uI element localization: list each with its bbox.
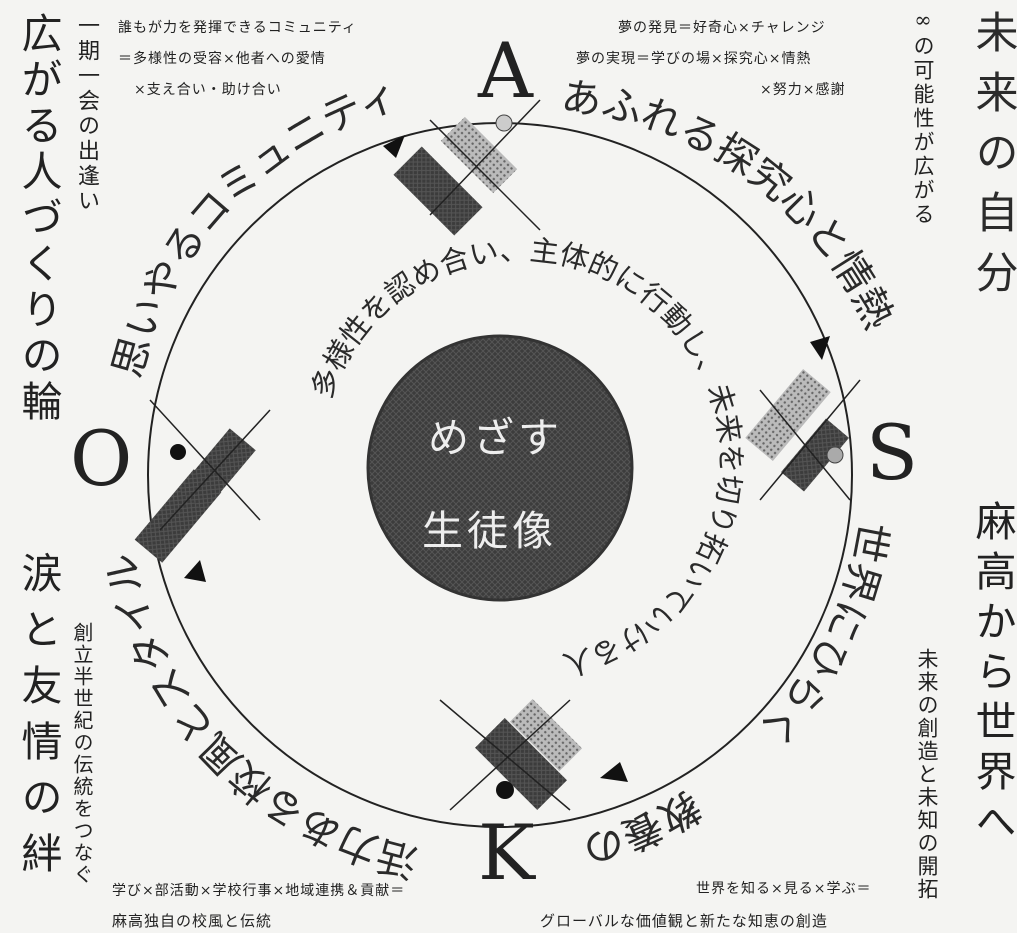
ring-text-s-k-path: 世界にひらく bbox=[748, 518, 896, 756]
right-bottom-vertical-subtitle: 未来の創造と未知の開拓 bbox=[915, 648, 939, 901]
note-top-right-line-2: 夢の実現＝学びの場×探究心×情熱 bbox=[576, 51, 812, 67]
right-vertical-infinity-text: ∞の可能性が広がる bbox=[911, 8, 935, 227]
note-top-left-line-2: ＝多様性の受容×他者への愛情 bbox=[118, 51, 326, 67]
node-a-ornament bbox=[393, 99, 541, 236]
node-o-ornament bbox=[134, 399, 271, 563]
arrow-o-to-a-icon bbox=[383, 135, 405, 158]
left-vertical-title: 広がる人づくりの輪 bbox=[14, 12, 62, 426]
node-s-ornament bbox=[745, 368, 861, 501]
note-bottom-left-line-2: 麻高独自の校風と伝統 bbox=[112, 912, 273, 930]
left-vertical-subtitle: 一期一会の出逢い bbox=[74, 14, 99, 214]
right-bottom-vertical-title: 麻高から世界へ bbox=[968, 500, 1016, 850]
node-letter-a: A bbox=[478, 26, 533, 115]
node-k-ornament bbox=[439, 698, 583, 811]
left-bottom-vertical-title: 涙と友情の絆 bbox=[14, 552, 62, 888]
note-top-right-line-1: 夢の発見＝好奇心×チャレンジ bbox=[618, 20, 826, 36]
note-top-left-line-3: ×支え合い・助け合い bbox=[134, 82, 282, 98]
note-bottom-left-line-1: 学び×部活動×学校行事×地域連携＆貢献＝ bbox=[112, 883, 406, 899]
note-bottom-right-line-2: グローバルな価値観と新たな知恵の創造 bbox=[540, 912, 828, 930]
node-letter-s: S bbox=[866, 408, 919, 497]
center-label-line-2: 生徒像 bbox=[422, 507, 557, 555]
note-bottom-right-line-1: 世界を知る×見る×学ぶ＝ bbox=[696, 881, 872, 897]
center-label-line-1: めざす bbox=[428, 414, 563, 462]
arrow-s-to-k-icon bbox=[600, 762, 628, 782]
ring-text-o-k-path: 活力ある校風とスタイル bbox=[98, 549, 423, 885]
center-circle bbox=[366, 334, 634, 602]
ring-text-o-k: 活力ある校風とスタイル bbox=[98, 549, 423, 885]
note-top-right-line-3: ×努力×感謝 bbox=[760, 82, 846, 98]
node-letter-o: O bbox=[70, 414, 133, 503]
left-bottom-vertical-subtitle: 創立半世紀の伝統をつなぐ bbox=[70, 622, 94, 886]
ring-text-s-k: 世界にひらく bbox=[748, 518, 896, 756]
ring-text-a-s-path: あふれる探究心と情熱 bbox=[559, 74, 902, 337]
arrow-k-to-o-icon bbox=[184, 560, 206, 582]
node-letter-k: K bbox=[478, 808, 535, 897]
note-top-left-line-1: 誰もが力を発揮できるコミュニティ bbox=[118, 20, 357, 36]
ring-text-a-s: あふれる探究心と情熱 bbox=[559, 74, 902, 337]
arrow-a-to-s-icon bbox=[810, 336, 830, 360]
right-vertical-title: 未来の自分 bbox=[968, 10, 1017, 310]
